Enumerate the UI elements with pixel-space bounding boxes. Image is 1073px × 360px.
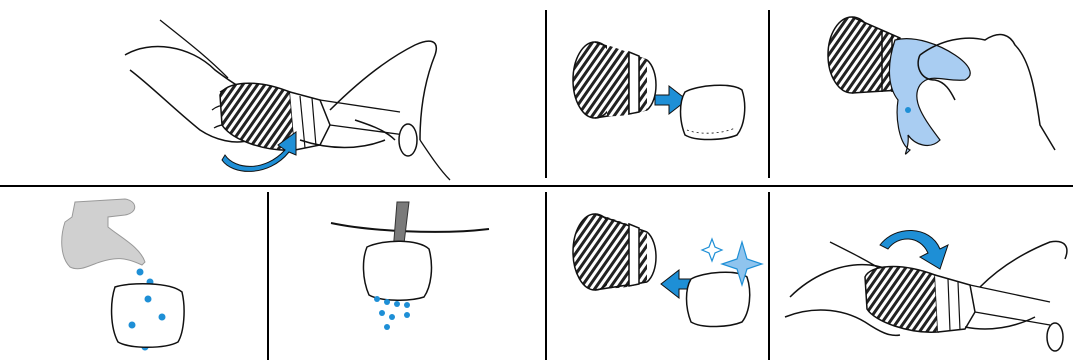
sparkle-small-icon — [702, 239, 722, 261]
step-wipe-grille — [770, 0, 1073, 185]
microphone-grille-icon — [573, 42, 656, 118]
cloth-icon — [889, 39, 970, 154]
foam-insert-icon — [112, 284, 185, 348]
step-remove-foam — [547, 0, 768, 185]
microphone-icon — [865, 267, 1063, 351]
foam-insert-icon — [681, 85, 745, 139]
water-drop-icon — [374, 296, 410, 330]
step-reinsert-foam — [547, 187, 768, 360]
right-hand-icon — [965, 241, 1067, 329]
foam-insert-icon — [363, 241, 431, 300]
microphone-grille-icon — [828, 17, 900, 93]
microphone-grille-icon — [573, 214, 656, 290]
clothesline — [331, 223, 489, 232]
faucet-icon — [62, 199, 145, 269]
step-rinse-foam — [0, 187, 267, 360]
step-unscrew-grille — [0, 0, 545, 185]
step-dry-foam — [269, 187, 545, 360]
rotate-arrow-icon — [880, 230, 948, 269]
step-screw-grille — [770, 187, 1073, 360]
